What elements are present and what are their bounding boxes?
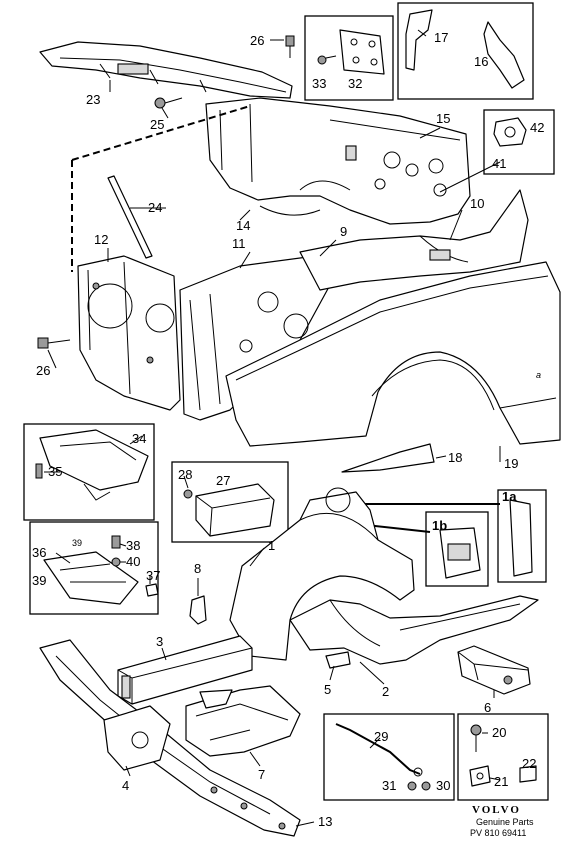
part-18-wedge [341,443,435,473]
callout-2: 2 [382,684,389,699]
callout-1a: 1a [502,489,517,504]
part-7-skid-plate [185,685,301,757]
callout-25: 25 [150,117,164,132]
callout-labels: 26 23 25 33 32 17 16 15 42 41 24 14 10 9… [32,30,544,829]
part-34-tray [39,429,149,501]
callout-42: 42 [530,120,544,135]
part-3-rail [117,635,253,705]
callout-16: 16 [474,54,488,69]
callout-6: 6 [484,700,491,715]
bolt-26-top [285,35,295,58]
callout-3: 3 [156,634,163,649]
part-12-front-panel [77,255,181,411]
part-37-clip [145,583,159,597]
callout-21: 21 [494,774,508,789]
part-1-wheelhouse [229,487,415,661]
callout-41: 41 [492,156,506,171]
callout-4: 4 [122,778,129,793]
washer-30 [421,781,431,791]
part-23-upper-member [39,41,293,99]
leader-lines [44,29,501,827]
part-4-13-crossmember [39,639,301,837]
callout-29: 29 [374,729,388,744]
callout-14: 14 [236,218,250,233]
part-19-front-fender: a [225,261,561,447]
part-2-side-member [289,595,539,665]
callout-13: 13 [318,814,332,829]
brand-block: VOLVO Genuine Parts PV 810 69411 [470,804,534,838]
callout-11: 11 [232,236,246,251]
dashed-guide-top [71,105,251,161]
callout-1: 1 [268,538,275,553]
callout-8: 8 [194,561,201,576]
part-5-bracket [325,651,351,669]
callout-12: 12 [94,232,108,247]
callout-26-left: 26 [36,363,50,378]
part-22-clip [519,765,537,783]
callout-38: 38 [126,538,140,553]
part-42-clip [493,117,527,147]
callout-32: 32 [348,76,362,91]
part-24-stay [107,175,153,259]
callout-36: 36 [32,545,46,560]
bolt-25 [154,97,183,109]
part-9-10-inner-wing [299,189,529,291]
part-6-block [457,645,531,695]
callout-39: 39 [32,573,46,588]
nut-28 [183,489,193,499]
part-8-bracket [189,595,207,625]
washer-40 [111,557,121,567]
screw-20 [470,724,482,752]
part-32-plate [339,29,385,75]
callout-22: 22 [522,756,536,771]
callout-18: 18 [448,450,462,465]
callout-1b: 1b [432,518,447,533]
callout-35: 35 [48,464,62,479]
callout-37: 37 [146,568,160,583]
volvo-logo: VOLVO [472,804,521,816]
part-1a-bracket [509,499,533,577]
callout-33: 33 [312,76,326,91]
callout-28: 28 [178,467,192,482]
part-29-rod [335,723,423,777]
callout-34: 34 [132,431,146,446]
callout-5: 5 [324,682,331,697]
part-21-clip [469,765,491,787]
callout-27: 27 [216,473,230,488]
callout-15: 15 [436,111,450,126]
callout-31: 31 [382,778,396,793]
callout-7: 7 [258,767,265,782]
nut-31 [407,781,417,791]
part-16-bracket [483,21,525,89]
screw-35 [35,463,43,479]
screw-33 [317,55,327,65]
screw-38 [111,535,121,549]
callout-20: 20 [492,725,506,740]
part-27-block [195,483,275,537]
callout-23: 23 [86,92,100,107]
callout-24: 24 [148,200,162,215]
callout-26-top: 26 [250,33,264,48]
callout-10: 10 [470,196,484,211]
callout-19: 19 [504,456,518,471]
callout-40: 40 [126,554,140,569]
inner-label-39: 39 [72,538,82,548]
svg-text:a: a [536,370,541,380]
part-17-bracket [405,9,433,71]
part-36-plate [43,551,139,605]
part-14-15-bulkhead [205,97,471,225]
brand-tagline: Genuine Parts [476,817,534,827]
catalog-code: PV 810 69411 [470,828,526,838]
callout-17: 17 [434,30,448,45]
bolt-26-left [37,337,71,349]
callout-30: 30 [436,778,450,793]
callout-9: 9 [340,224,347,239]
